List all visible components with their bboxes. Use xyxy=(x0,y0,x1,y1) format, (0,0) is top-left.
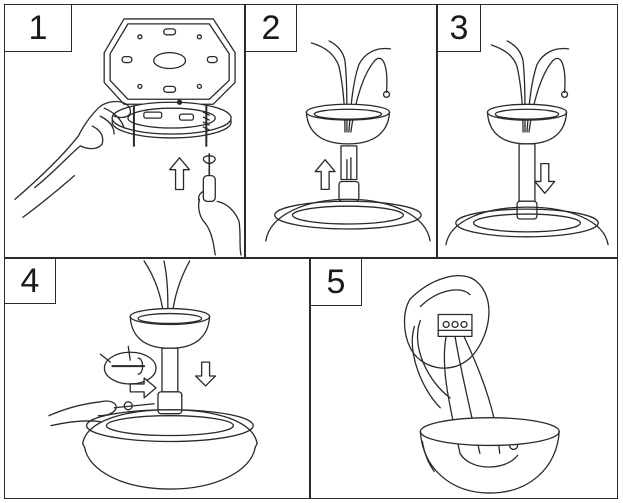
mounting-bracket xyxy=(104,19,235,104)
pin-detail-callout xyxy=(100,346,156,384)
step-number-1: 1 xyxy=(5,5,72,52)
down-arrow xyxy=(535,164,555,194)
screwdriver xyxy=(203,154,215,202)
step-number-3: 3 xyxy=(438,5,481,52)
step-panel-5: 5 xyxy=(310,258,618,499)
canopy xyxy=(306,104,389,144)
lower-housing-bowl xyxy=(420,418,559,493)
step-number-2: 2 xyxy=(246,5,297,52)
step-number-4: 4 xyxy=(5,259,56,304)
motor-housing xyxy=(446,207,608,245)
step-panel-2: 2 xyxy=(245,4,437,258)
down-arrow xyxy=(196,362,216,386)
downrod xyxy=(339,146,359,201)
step-3-illustration xyxy=(438,5,617,257)
step-5-illustration xyxy=(311,259,617,498)
step-panel-1: 1 xyxy=(4,4,245,258)
motor-housing xyxy=(266,199,430,241)
up-arrow xyxy=(170,158,190,190)
right-arrow xyxy=(130,378,156,398)
step-2-illustration xyxy=(246,5,436,257)
step-panel-4: 4 xyxy=(4,258,310,499)
hand-inserting-pin xyxy=(49,401,154,426)
downrod xyxy=(158,348,182,413)
step-4-illustration xyxy=(5,259,309,498)
up-arrow xyxy=(315,160,335,190)
canopy xyxy=(130,309,209,349)
motor-housing xyxy=(83,410,258,489)
right-hand xyxy=(199,191,241,254)
left-hand xyxy=(15,101,131,217)
step-number-5: 5 xyxy=(311,259,362,306)
step-1-illustration xyxy=(5,5,244,257)
canopy-ring xyxy=(112,100,231,138)
step-panel-3: 3 xyxy=(437,4,618,258)
terminal-block xyxy=(438,315,472,337)
